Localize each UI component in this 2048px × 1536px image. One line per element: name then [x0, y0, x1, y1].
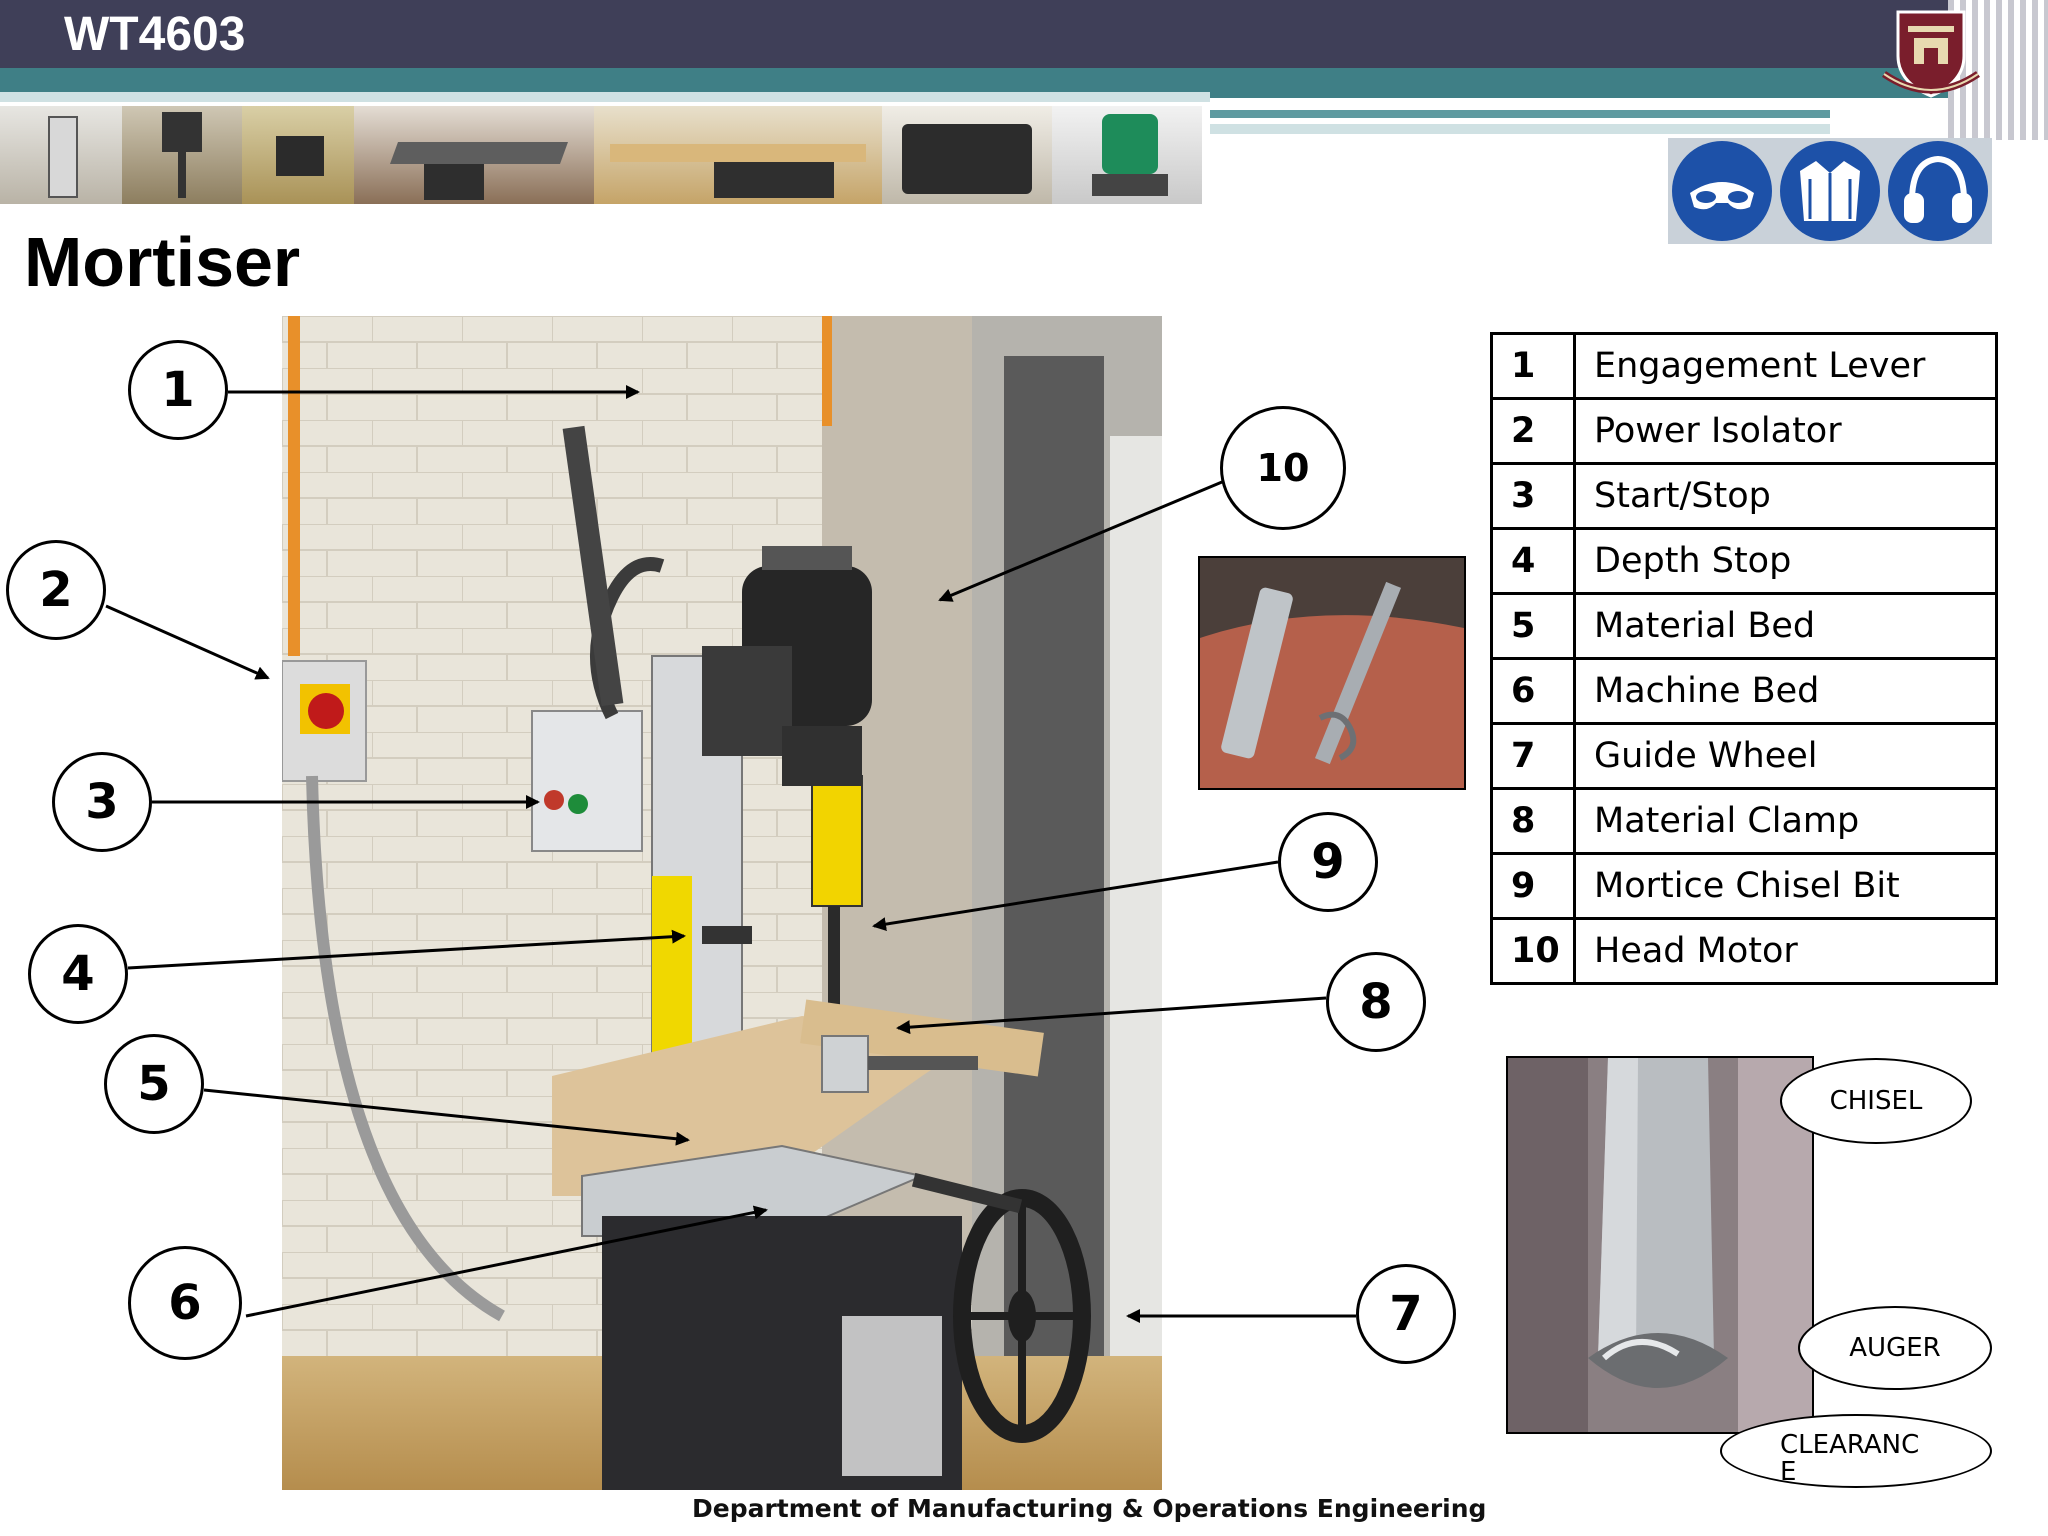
- legend-label: Machine Bed: [1573, 657, 1998, 725]
- legend-label: Mortice Chisel Bit: [1573, 852, 1998, 920]
- university-crest-icon: [1882, 10, 1980, 98]
- header-stripe: [1210, 110, 1830, 118]
- clearance-label-line1: CLEARANC: [1780, 1430, 1920, 1460]
- clearance-label-text: CLEARANC E: [1780, 1430, 1920, 1488]
- legend-number: 8: [1490, 787, 1576, 855]
- mortiser-photo: [282, 316, 1162, 1490]
- callout-10: 10: [1220, 406, 1346, 530]
- callout-6: 6: [128, 1246, 242, 1360]
- router-thumbnail: [1052, 106, 1202, 204]
- chisel-label: CHISEL: [1780, 1058, 1972, 1144]
- legend-number: 10: [1490, 917, 1576, 985]
- bandsaw-thumbnail: [0, 106, 122, 204]
- mortiser-illustration: [282, 316, 1162, 1490]
- legend-number: 1: [1490, 332, 1576, 400]
- header-bar: [0, 0, 2048, 68]
- planer-thumbnail: [354, 106, 594, 204]
- legend-number: 3: [1490, 462, 1576, 530]
- machine-tools-strip: [0, 106, 1202, 204]
- table-saw-thumbnail: [594, 106, 882, 204]
- legend-number: 5: [1490, 592, 1576, 660]
- protective-coat-icon: [1780, 141, 1880, 241]
- legend-number: 9: [1490, 852, 1576, 920]
- callout-3: 3: [52, 752, 152, 852]
- course-code: WT4603: [64, 8, 246, 61]
- legend-label: Depth Stop: [1573, 527, 1998, 595]
- grinder-thumbnail: [242, 106, 354, 204]
- sander-thumbnail: [882, 106, 1052, 204]
- legend-label: Start/Stop: [1573, 462, 1998, 530]
- ear-protection-icon: [1888, 141, 1988, 241]
- legend-number: 4: [1490, 527, 1576, 595]
- page-title: Mortiser: [24, 223, 301, 301]
- callout-5: 5: [104, 1034, 204, 1134]
- chisel-and-auger-photo: [1198, 556, 1466, 790]
- safety-signs: [1668, 138, 1992, 244]
- legend-label: Power Isolator: [1573, 397, 1998, 465]
- leader-line-2: [105, 604, 270, 680]
- legend-label: Engagement Lever: [1573, 332, 1998, 400]
- callout-1: 1: [128, 340, 228, 440]
- legend-label: Material Bed: [1573, 592, 1998, 660]
- callout-2: 2: [6, 540, 106, 640]
- callout-9: 9: [1278, 812, 1378, 912]
- chisel-detail-photo: [1506, 1056, 1814, 1434]
- callout-7: 7: [1356, 1264, 1456, 1364]
- callout-4: 4: [28, 924, 128, 1024]
- pillar-drill-thumbnail: [122, 106, 242, 204]
- legend-label: Material Clamp: [1573, 787, 1998, 855]
- legend-number: 7: [1490, 722, 1576, 790]
- callout-8: 8: [1326, 952, 1426, 1052]
- eye-protection-icon: [1672, 141, 1772, 241]
- clearance-label-line2: E: [1780, 1457, 1797, 1488]
- clearance-label: [1720, 1414, 1992, 1488]
- legend-label: Guide Wheel: [1573, 722, 1998, 790]
- footer-department: Department of Manufacturing & Operations…: [692, 1494, 1487, 1523]
- header-stripe-light: [1210, 124, 1830, 134]
- header-light-stripe: [0, 92, 1210, 102]
- legend-number: 6: [1490, 657, 1576, 725]
- auger-label: AUGER: [1798, 1306, 1992, 1390]
- legend-number: 2: [1490, 397, 1576, 465]
- legend-label: Head Motor: [1573, 917, 1998, 985]
